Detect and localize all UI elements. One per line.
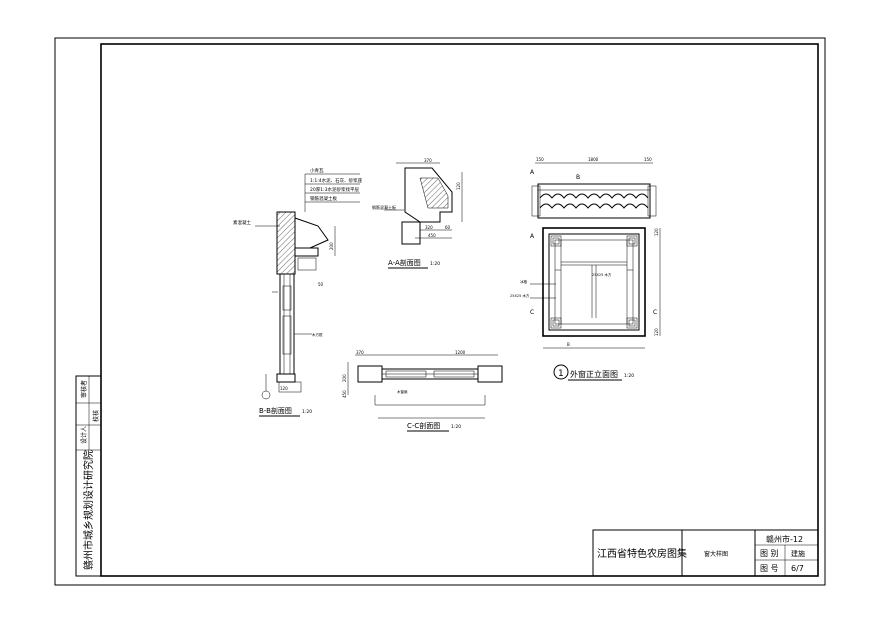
- cc-dim-left: 370: [356, 350, 364, 355]
- bb-title: B-B剖面图: [259, 406, 292, 415]
- elev-section-c-right: C: [653, 309, 657, 316]
- elev-dim-r-top: 120: [654, 228, 659, 236]
- aa-scale: 1:20: [430, 261, 440, 267]
- elev-section-c-left: C: [530, 309, 534, 316]
- number-value: 6/7: [791, 564, 804, 573]
- title-block: 江西省特色农房图集 窗大样图 赣州市-12 图 别 建施 图 号 6/7: [592, 529, 819, 577]
- category-value: 建施: [791, 549, 805, 558]
- elev-section-a-bottom: A: [530, 233, 535, 240]
- elev-section-b-top: B: [576, 174, 580, 181]
- bb-dim-50: 50: [318, 282, 324, 287]
- bb-dim-200: 200: [329, 242, 334, 250]
- cc-dim-v: 200: [342, 374, 347, 382]
- cc-title: C-C剖面图: [407, 421, 440, 430]
- elev-dim-left: 150: [536, 157, 544, 162]
- cc-scale: 1:20: [451, 424, 461, 430]
- designer-label: 设计人: [80, 426, 88, 444]
- bb-left-note: 素混凝土: [233, 219, 251, 226]
- elev-number: 1: [558, 369, 564, 379]
- cc-glass-note: 木窗扇: [397, 389, 408, 394]
- cc-section: 370 1200 200 450 木窗扇 C-C剖面图 1:20: [342, 350, 503, 432]
- reviewer-label: 审核者: [80, 380, 88, 398]
- checker-label: 校核: [92, 410, 100, 422]
- elev-section-a-top: A: [530, 169, 535, 176]
- aa-title: A-A剖面图: [388, 258, 421, 267]
- cc-dim-v2: 450: [342, 390, 347, 398]
- note-screed: 20厚1:3水泥砂浆找平层: [310, 186, 359, 193]
- aa-section: 370 120 320 60 450 钢筋混凝土板 A-A剖面图 1:20: [372, 158, 463, 269]
- outer-border: [54, 37, 826, 586]
- elev-scale: 1:20: [624, 373, 634, 379]
- elev-dim-top: 1800: [588, 157, 599, 162]
- aa-dim-450: 450: [428, 233, 436, 238]
- aa-dim-120: 120: [456, 182, 461, 190]
- aa-left-note: 钢筋混凝土板: [372, 204, 396, 210]
- institute-name: 赣州市城乡规划设计研究院: [82, 450, 95, 570]
- bb-scale: 1:20: [302, 409, 312, 415]
- elev-center-note: 25X25 木方: [592, 272, 612, 277]
- drawing-name: 窗大样图: [704, 550, 728, 558]
- category-label: 图 别: [760, 549, 779, 558]
- note-slab: 钢筋混凝土板: [310, 195, 337, 202]
- drawing-code: 赣州市-12: [766, 534, 803, 544]
- window-elevation: 150 1800 150 A B A 25X25 木方: [510, 157, 661, 381]
- elev-left-note2: 25X25 木方: [510, 293, 530, 298]
- elev-dim-right: 150: [644, 157, 652, 162]
- inner-border: [100, 43, 819, 577]
- bb-section: 小青瓦 1:1:4水泥、石灰、砂浆座 20厚1:3水泥砂浆找平层 钢筋混凝土板 …: [233, 167, 363, 417]
- aa-dim-370: 370: [424, 158, 432, 163]
- atlas-title: 江西省特色农房图集: [597, 547, 687, 560]
- cc-dim-right: 1200: [455, 350, 466, 355]
- elev-dim-r-bot: 120: [654, 328, 659, 336]
- aa-dim-60: 60: [445, 225, 451, 230]
- elev-title: 外窗正立面图: [570, 369, 618, 379]
- aa-dim-320: 320: [425, 225, 433, 230]
- note-mortar: 1:1:4水泥、石灰、砂浆座: [310, 177, 363, 184]
- elev-section-b-bottom: B: [567, 342, 570, 347]
- left-strip: 赣州市城乡规划设计研究院 设计人 校核 审核者: [75, 375, 102, 577]
- number-label: 图 号: [760, 564, 779, 573]
- bb-glass-note: 木方框: [312, 332, 323, 337]
- elev-left-note1: 冰格: [520, 279, 528, 284]
- note-tile: 小青瓦: [310, 167, 324, 174]
- bb-dim-bottom: 120: [280, 386, 288, 391]
